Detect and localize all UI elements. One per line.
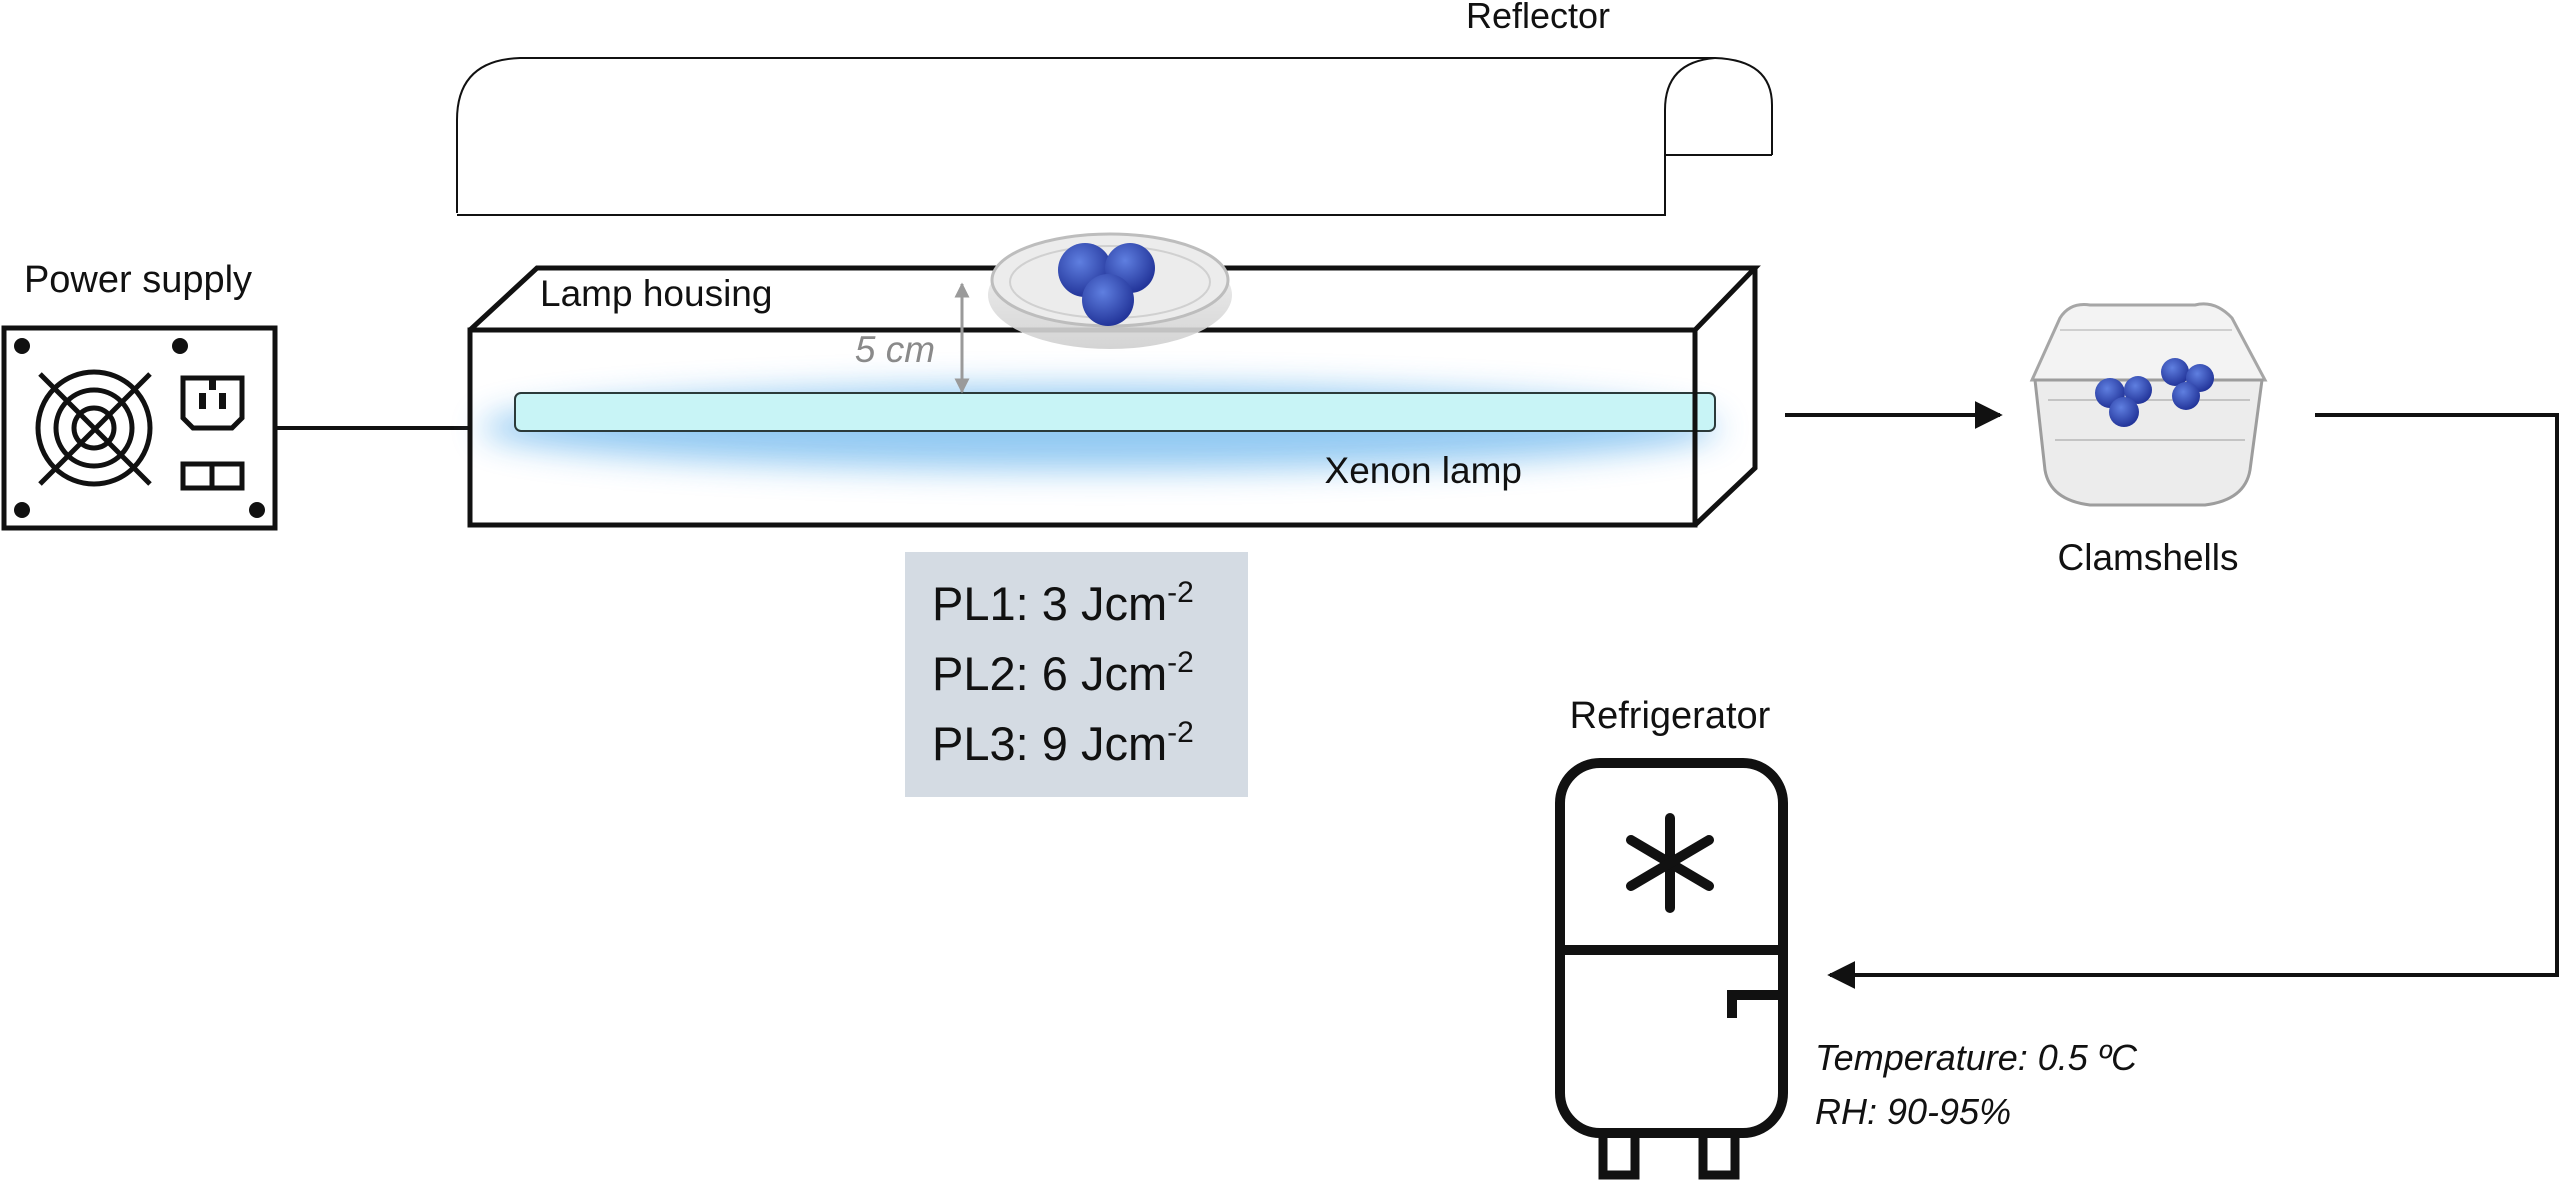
dose-value-3: 9 — [1042, 717, 1068, 770]
power-supply-label: Power supply — [24, 259, 252, 301]
dose-exponent-2: -2 — [1167, 646, 1194, 679]
dose-unit-1: Jcm — [1081, 577, 1167, 630]
dose-value-1: 3 — [1042, 577, 1068, 630]
refrigerator-label: Refrigerator — [1570, 695, 1771, 737]
xenon-lamp-label: Xenon lamp — [1325, 450, 1522, 491]
snowflake-icon — [1626, 813, 1714, 913]
power-supply-icon — [1, 325, 278, 531]
distance-label: 5 cm — [855, 329, 935, 370]
lamp-housing — [467, 265, 1761, 528]
dose-exponent-1: -2 — [1167, 576, 1194, 609]
arrow-to-refrigerator — [1827, 413, 2559, 989]
refrigerator-icon — [1555, 758, 1788, 1180]
blueberry-icon — [1058, 243, 1155, 326]
dose-exponent-3: -2 — [1167, 716, 1194, 749]
dose-name-3: PL3 — [932, 717, 1016, 770]
clamshell-icon — [2029, 302, 2268, 507]
petri-dish-icon — [988, 232, 1232, 349]
dose-line-3: PL3: 9 Jcm-2 — [932, 716, 1194, 770]
dose-value-2: 6 — [1042, 647, 1068, 700]
dose-box: PL1: 3 Jcm-2 PL2: 6 Jcm-2 PL3: 9 Jcm-2 — [905, 552, 1248, 797]
blueberry-icon — [2095, 358, 2214, 427]
dose-unit-2: Jcm — [1081, 647, 1167, 700]
rh-label: RH: 90-95% — [1815, 1091, 2011, 1132]
dose-name-2: PL2 — [932, 647, 1016, 700]
reflector-label: Reflector — [1466, 0, 1610, 36]
temperature-label: Temperature: 0.5 ºC — [1815, 1037, 2138, 1078]
dose-name-1: PL1 — [932, 577, 1016, 630]
dose-unit-3: Jcm — [1081, 717, 1167, 770]
clamshells-label: Clamshells — [2058, 537, 2239, 578]
reflector-icon — [456, 57, 1773, 216]
fan-icon — [35, 369, 153, 487]
power-socket-icon — [180, 375, 245, 491]
dose-line-1: PL1: 3 Jcm-2 — [932, 576, 1194, 630]
xenon-lamp-tube — [514, 392, 1716, 432]
dose-line-2: PL2: 6 Jcm-2 — [932, 646, 1194, 700]
lamp-housing-label: Lamp housing — [540, 273, 772, 314]
